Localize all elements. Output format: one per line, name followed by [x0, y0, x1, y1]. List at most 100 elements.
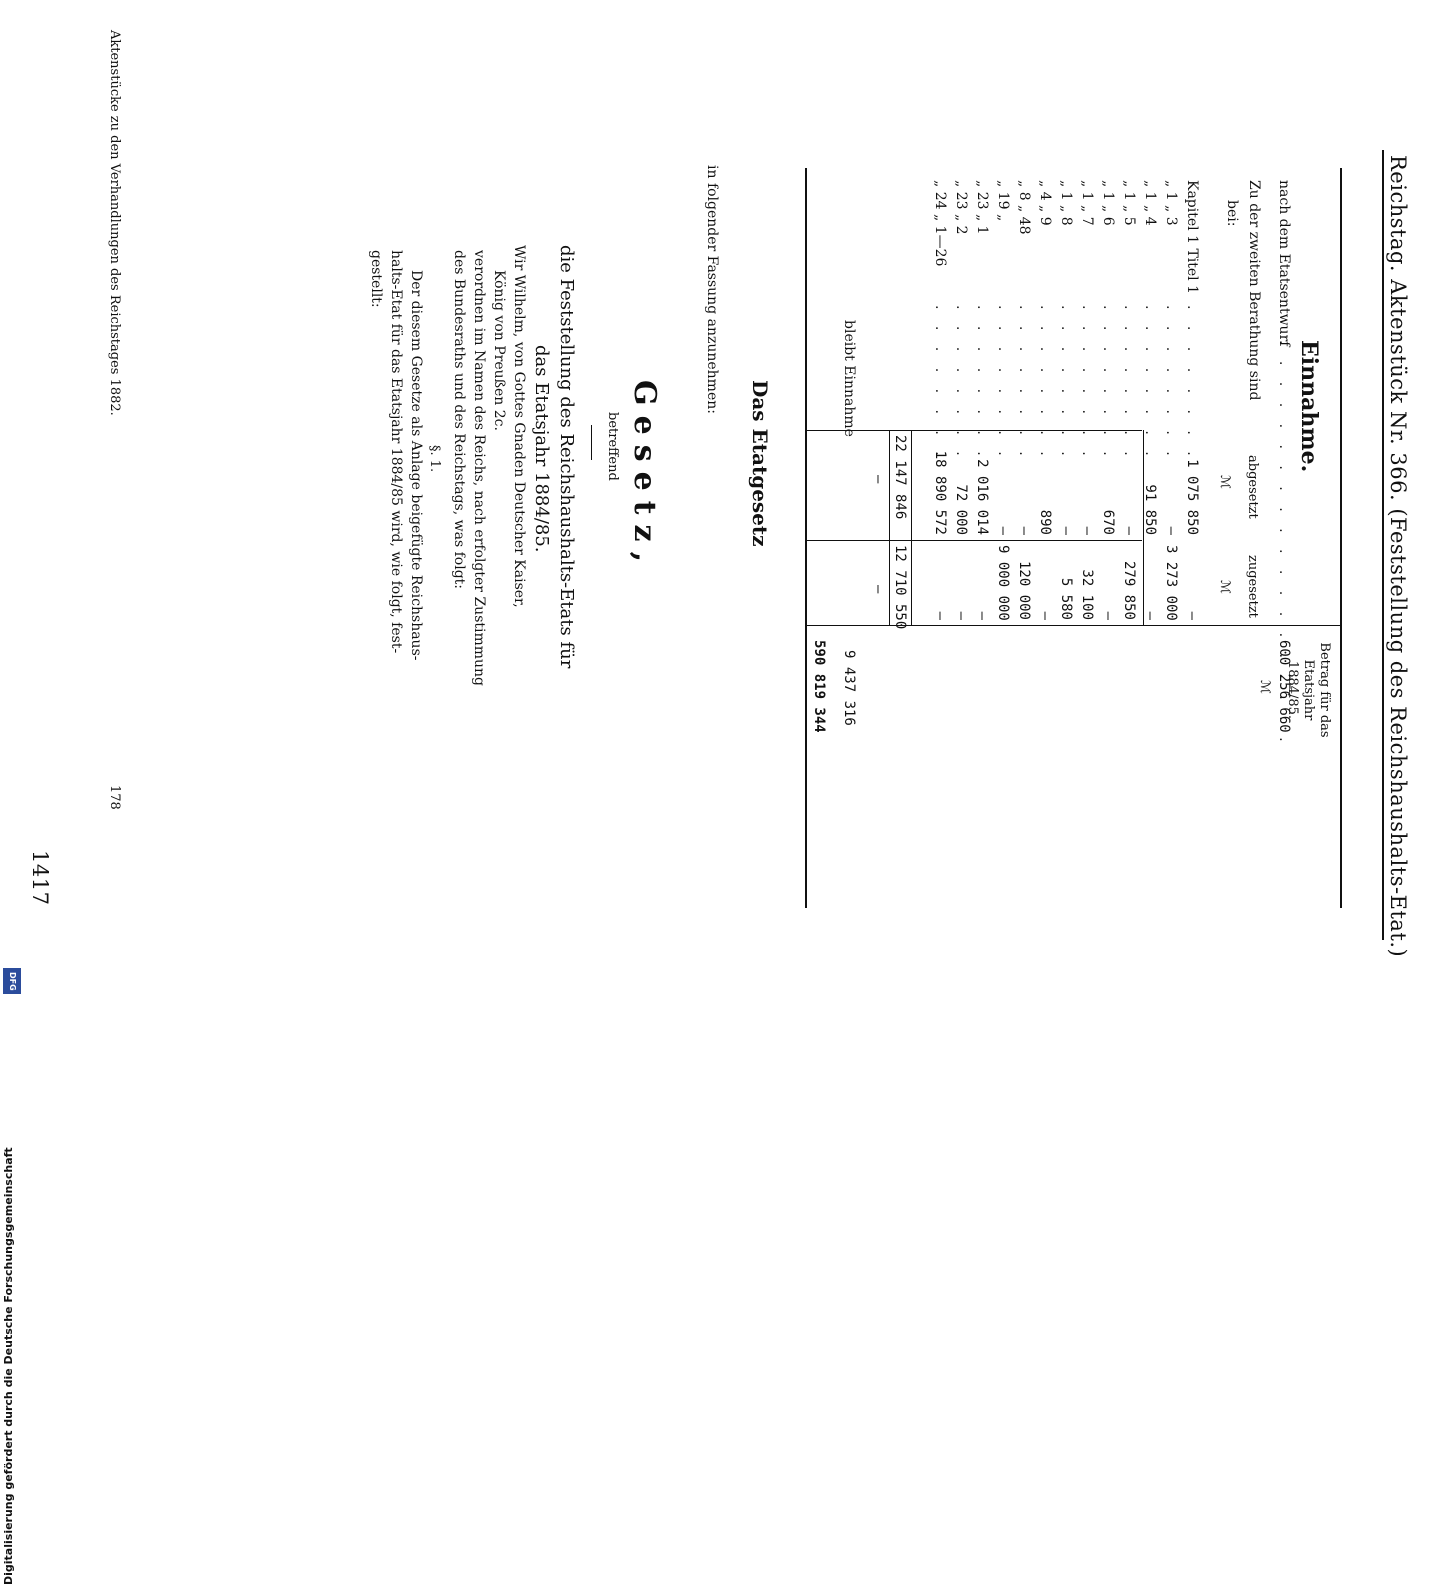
zugesetzt-header: zugesetzt: [1245, 555, 1260, 618]
row-zugesetzt: —: [1037, 611, 1053, 620]
row-leader: . . . . . . . .: [1058, 305, 1074, 462]
row-abgesetzt: 890: [1037, 509, 1053, 535]
row-zugesetzt: —: [953, 611, 969, 620]
law-body-3: verordnen im Namen des Reichs, nach erfo…: [471, 250, 487, 687]
row-label: „ 1 „ 8: [1058, 180, 1074, 226]
base-value: 600 256 660: [1276, 640, 1292, 733]
abgesetzt-unit: ℳ: [1217, 475, 1232, 489]
row-abgesetzt: —: [1079, 526, 1095, 535]
row-abgesetzt: 72 000: [953, 484, 969, 535]
row-zugesetzt: 3 273 000: [1163, 545, 1179, 621]
row-zugesetzt: —: [932, 611, 948, 620]
row-label: „ 1 „ 4: [1142, 180, 1158, 226]
law-p1-1: Der diesem Gesetze als Anlage beigefügte…: [408, 270, 424, 661]
row-leader: . . . . . . . .: [1142, 305, 1158, 462]
row-label: „ 24 „ 1—26: [932, 180, 948, 267]
row-leader: . . . . . . . .: [1163, 305, 1179, 462]
rotated-document-page: Reichstag. Aktenstück Nr. 366. (Feststel…: [28, 30, 1410, 958]
row-leader: . . . . . . . .: [1121, 305, 1137, 462]
sum-zugesetzt: 12 710 550: [892, 545, 908, 630]
row-abgesetzt: 670: [1100, 509, 1116, 535]
dfg-logo: DFG: [3, 968, 21, 994]
table-bottom-rule: [805, 168, 807, 908]
row-label: „ 23 „ 2: [953, 180, 969, 235]
row-leader: . . . . . . . .: [953, 305, 969, 462]
row-label: „ 1 „ 7: [1079, 180, 1095, 226]
row-leader: . . . . . . . .: [1037, 305, 1053, 462]
running-header: Reichstag. Aktenstück Nr. 366. (Feststel…: [1386, 155, 1410, 958]
footer-left: Aktenstücke zu den Verhandlungen des Rei…: [107, 30, 122, 416]
zugesetzt-unit: ℳ: [1217, 580, 1232, 594]
law-body-4: des Bundesraths und des Reichstags, was …: [451, 250, 467, 590]
table-heading: Einnahme.: [1296, 340, 1322, 473]
table-top-rule: [1340, 168, 1342, 908]
row-abgesetzt: 91 850: [1142, 484, 1158, 535]
row-label: „ 19 „: [995, 180, 1011, 222]
law-p1-3: gestellt:: [368, 250, 384, 308]
abgesetzt-zugesetzt-rule: [807, 540, 1142, 541]
law-subject-2: das Etatsjahr 1884/85.: [531, 345, 552, 553]
row-abgesetzt: 18 890 572: [932, 450, 948, 535]
sum-rule: [911, 430, 912, 625]
row-zugesetzt: 5 580: [1058, 577, 1074, 620]
row-abgesetzt: —: [995, 526, 1011, 535]
row-leader: . . . . . . . .: [1184, 305, 1200, 462]
row-leader: . . . . . . . .: [1016, 305, 1032, 462]
remaining-label: bleibt Einnahme: [841, 320, 857, 437]
law-subject-1: die Feststellung des Reichshaushalts-Eta…: [556, 245, 577, 669]
law-intro: in folgender Fassung anzunehmen:: [704, 165, 720, 414]
row-abgesetzt: 1 075 850: [1184, 459, 1200, 535]
row-label: „ 1 „ 5: [1121, 180, 1137, 226]
law-betreffend: betreffend: [605, 412, 620, 481]
law-body-2: König von Preußen 2c.: [491, 270, 507, 431]
row-leader: . . . . . . . .: [1079, 305, 1095, 462]
row-abgesetzt: —: [1121, 526, 1137, 535]
digitization-note: Digitalisierung gefördert durch die Deut…: [2, 1147, 15, 1585]
diff-value: 9 437 316: [841, 650, 857, 726]
intro-label-1: Zu der zweiten Berathung sind: [1246, 180, 1262, 401]
intro-label-2: bei:: [1224, 200, 1240, 227]
dash-abgesetzt-2: —: [870, 475, 886, 484]
scanned-page: Reichstag. Aktenstück Nr. 366. (Feststel…: [0, 30, 1410, 1585]
row-zugesetzt: —: [1142, 611, 1158, 620]
page-number-visible: 1417: [28, 850, 52, 906]
row-zugesetzt: —: [1184, 611, 1200, 620]
row-zugesetzt: 279 850: [1121, 560, 1137, 620]
row-zugesetzt: 120 000: [1016, 560, 1032, 620]
betrag-unit: ℳ: [1257, 680, 1272, 694]
abgesetzt-header: abgesetzt: [1245, 455, 1260, 519]
row-zugesetzt: —: [1100, 611, 1116, 620]
sum-rule-2: [889, 430, 890, 625]
row-abgesetzt: —: [1058, 526, 1074, 535]
row-abgesetzt: —: [1016, 526, 1032, 535]
row-label: „ 1 „ 3: [1163, 180, 1179, 226]
row-label: Kapitel 1 Titel 1: [1184, 180, 1200, 295]
remaining-value: 590 819 344: [811, 640, 827, 733]
betrag-column-rule: [807, 625, 1340, 626]
law-paragraph: §. 1.: [427, 445, 442, 473]
law-p1-2: halts-Etat für das Etatsjahr 1884/85 wir…: [388, 250, 404, 654]
law-short-rule: [591, 425, 592, 460]
row-label: „ 4 „ 9: [1037, 180, 1053, 226]
row-leader: . . . . . . . .: [995, 305, 1011, 462]
header-rule: [1382, 150, 1384, 940]
row-abgesetzt: —: [1163, 526, 1179, 535]
row-label: „ 1 „ 6: [1100, 180, 1116, 226]
row-label: „ 8 „ 48: [1016, 180, 1032, 235]
row-leader: . . . . . . . .: [932, 305, 948, 462]
row-leader: . . . . . . . .: [974, 305, 990, 462]
base-label: nach dem Etatsentwurf: [1276, 180, 1292, 347]
row-zugesetzt: 32 100: [1079, 569, 1095, 620]
row-label: „ 23 „ 1: [974, 180, 990, 235]
dfg-strip: Digitalisierung gefördert durch die Deut…: [0, 600, 24, 1585]
betrag-header-text: Betrag für das Etatsjahr 1884/85.: [1285, 642, 1332, 738]
sum-abgesetzt: 22 147 846: [892, 435, 908, 520]
row-zugesetzt: —: [974, 611, 990, 620]
law-section-title: Das Etatgesetz: [748, 380, 772, 547]
row-leader: . . . . . . . .: [1100, 305, 1116, 462]
row-abgesetzt: 2 016 014: [974, 459, 990, 535]
row-zugesetzt: 9 000 000: [995, 545, 1011, 621]
gesetz-title: Gesetz,: [627, 380, 662, 573]
dash-zugesetzt-2: —: [870, 585, 886, 594]
law-body-1: Wir Wilhelm, von Gottes Gnaden Deutscher…: [511, 245, 527, 608]
